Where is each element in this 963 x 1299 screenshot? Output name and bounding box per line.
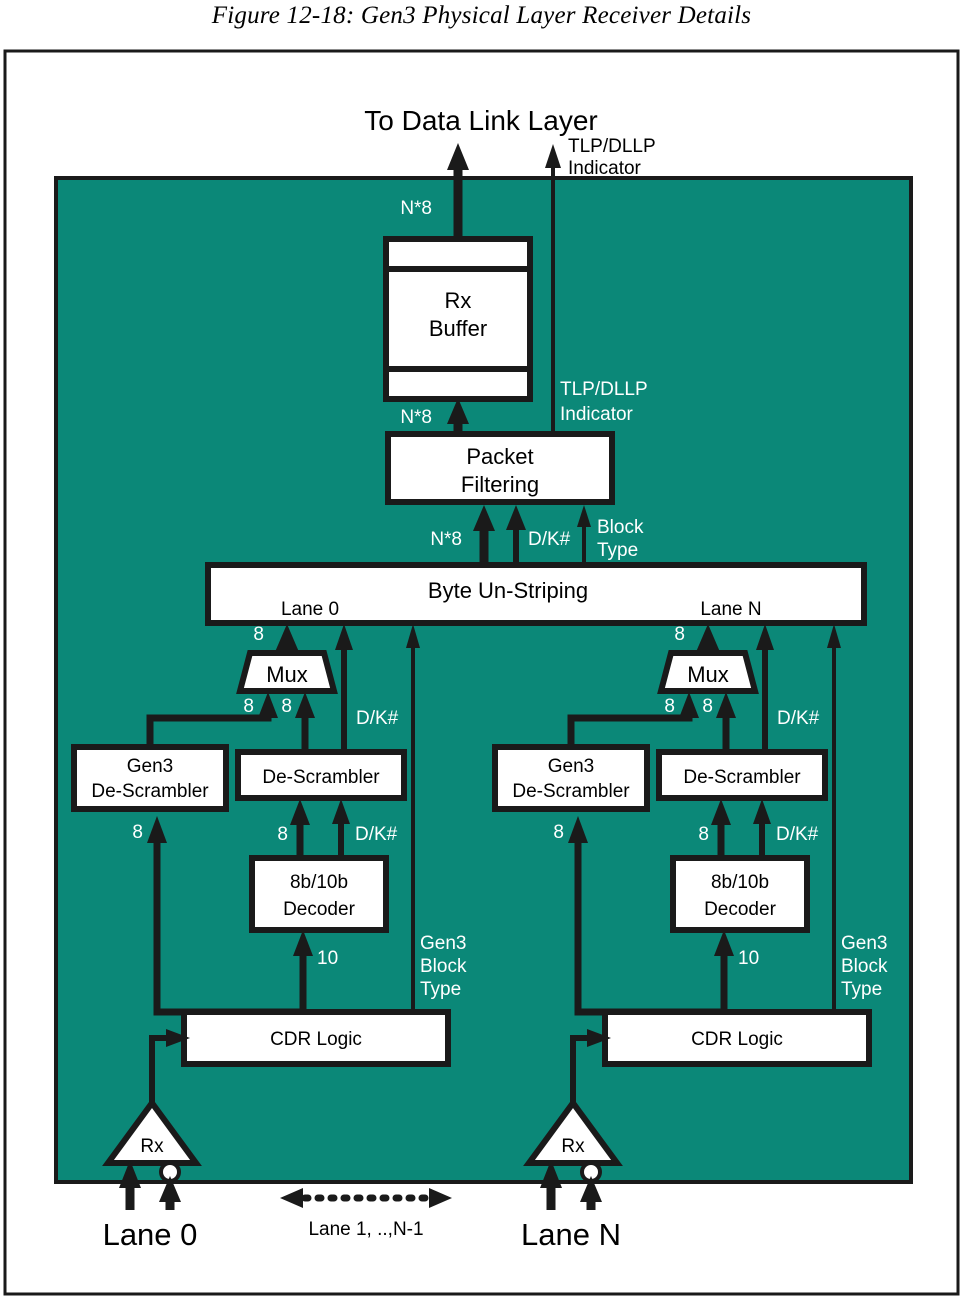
lane0-descrambler-to-mux xyxy=(295,692,315,752)
lane0-descrambler-label: De-Scrambler xyxy=(262,767,380,788)
label-laneN-ten: 10 xyxy=(738,948,759,969)
laneN-gen3-descrambler-label-1: Gen3 xyxy=(548,756,594,777)
label-laneN-dk-lower: D/K# xyxy=(776,824,819,845)
label-laneN-mux-width: 8 xyxy=(674,624,685,645)
lane0-rx-amp-label: Rx xyxy=(140,1136,164,1157)
laneN-cdr-logic-label: CDR Logic xyxy=(691,1029,783,1050)
lane0-decoder-to-descrambler-8 xyxy=(290,799,310,858)
label-lane0-descrambler-mux-width: 8 xyxy=(281,696,292,717)
label-tlp-dllp-top-1: TLP/DLLP xyxy=(568,136,656,157)
laneN-descrambler-block: De-Scrambler xyxy=(656,749,828,801)
label-tlp-dllp-mid-1: TLP/DLLP xyxy=(560,379,648,400)
label-lane0-gen3-block-3: Type xyxy=(420,979,461,1000)
arrow-laneN-dk-to-unstriping xyxy=(756,624,774,755)
laneN-decoder-label-2: Decoder xyxy=(704,899,776,920)
byte-unstriping-laneN-label: Lane N xyxy=(700,599,761,620)
label-lane0-gen3-block-2: Block xyxy=(420,956,467,977)
laneN-decoder-label-1: 8b/10b xyxy=(711,872,769,893)
lane0-gen3-descrambler-block: Gen3 De-Scrambler xyxy=(71,744,229,812)
lane0-descrambler-block: De-Scrambler xyxy=(235,749,407,801)
laneN-bottom-label: Lane N xyxy=(521,1217,621,1252)
lane0-decoder-label-2: Decoder xyxy=(283,899,355,920)
label-laneN-dk-upper: D/K# xyxy=(777,708,820,729)
label-laneN-gen3-block-2: Block xyxy=(841,956,888,977)
arrow-lane0-dk-to-unstriping xyxy=(335,624,353,755)
lane0-input-pair xyxy=(119,1160,181,1210)
lane0-mux-label: Mux xyxy=(266,662,308,687)
arrow-n8-into-packet-filtering xyxy=(473,505,495,568)
lane0-mux-block: Mux xyxy=(236,650,338,694)
label-dk-into-packet-filtering: D/K# xyxy=(528,529,571,550)
label-laneN-gen3-block-3: Type xyxy=(841,979,882,1000)
lane0-bottom-label: Lane 0 xyxy=(103,1217,198,1252)
label-laneN-gen3-mux-width: 8 xyxy=(664,696,675,717)
label-lane0-mux-width: 8 xyxy=(253,624,264,645)
label-lane0-gen3-mux-width: 8 xyxy=(243,696,254,717)
lane0-decoder-to-descrambler-dk xyxy=(332,799,350,858)
label-laneN-gen3-block-1: Gen3 xyxy=(841,933,887,954)
laneN-cdr-to-decoder xyxy=(714,930,734,1012)
lane0-gen3-descrambler-label-1: Gen3 xyxy=(127,756,173,777)
lane0-rx-to-cdr-route xyxy=(149,1029,190,1108)
label-laneN-gen3-width: 8 xyxy=(553,822,564,843)
label-lane0-gen3-width: 8 xyxy=(132,822,143,843)
laneN-gen3-to-mux-route xyxy=(567,692,699,747)
laneN-descrambler-label: De-Scrambler xyxy=(683,767,801,788)
lane0-cdr-logic-label: CDR Logic xyxy=(270,1029,362,1050)
laneN-decoder-block: 8b/10b Decoder xyxy=(670,855,810,933)
to-data-link-layer-label: To Data Link Layer xyxy=(364,105,597,136)
laneN-gen3-descrambler-block: Gen3 De-Scrambler xyxy=(492,744,650,812)
figure-title: Figure 12-18: Gen3 Physical Layer Receiv… xyxy=(211,2,752,29)
byte-unstriping-block: Byte Un-Striping Lane 0 Lane N xyxy=(205,562,867,626)
label-n8-to-rx-buffer: N*8 xyxy=(400,407,432,428)
rx-buffer-label-line2: Buffer xyxy=(429,316,487,341)
byte-unstriping-label: Byte Un-Striping xyxy=(428,578,588,603)
packet-filtering-label-line2: Filtering xyxy=(461,472,539,497)
label-tlp-dllp-top-2: Indicator xyxy=(568,158,642,179)
laneN-gen3-descrambler-label-2: De-Scrambler xyxy=(512,781,630,802)
packet-filtering-block: Packet Filtering xyxy=(385,431,615,505)
middle-lanes-range-arrow xyxy=(280,1188,452,1208)
laneN-rx-amp-label: Rx xyxy=(561,1136,585,1157)
label-tlp-dllp-mid-2: Indicator xyxy=(560,404,634,425)
lane0-decoder-label-1: 8b/10b xyxy=(290,872,348,893)
label-blocktype-1: Block xyxy=(597,517,644,538)
label-n8-to-dll: N*8 xyxy=(400,198,432,219)
lane0-cdr-to-decoder xyxy=(293,930,313,1012)
arrow-dk-into-packet-filtering xyxy=(506,505,526,568)
rx-buffer-block: Rx Buffer xyxy=(383,236,533,402)
arrow-blocktype-into-packet-filtering xyxy=(577,505,591,568)
byte-unstriping-lane0-label: Lane 0 xyxy=(281,599,339,620)
laneN-decoder-to-descrambler-dk xyxy=(753,799,771,858)
packet-filtering-label-line1: Packet xyxy=(466,444,533,469)
label-laneN-descrambler-mux-width: 8 xyxy=(702,696,713,717)
lane0-gen3-to-mux-route xyxy=(146,692,278,747)
label-lane0-decoder-width: 8 xyxy=(277,824,288,845)
laneN-descrambler-to-mux xyxy=(716,692,736,752)
lane0-cdr-logic-block: CDR Logic xyxy=(181,1009,451,1067)
laneN-rx-to-cdr-route xyxy=(570,1029,611,1108)
label-n8-into-packet-filtering: N*8 xyxy=(430,529,462,550)
label-blocktype-2: Type xyxy=(597,540,638,561)
laneN-cdr-logic-block: CDR Logic xyxy=(602,1009,872,1067)
laneN-mux-block: Mux xyxy=(657,650,759,694)
lane0-decoder-block: 8b/10b Decoder xyxy=(249,855,389,933)
laneN-mux-label: Mux xyxy=(687,662,729,687)
label-laneN-decoder-width: 8 xyxy=(698,824,709,845)
laneN-input-pair xyxy=(540,1160,602,1210)
arrow-lane0-gen3-blocktype-to-unstriping xyxy=(406,624,420,1012)
label-lane0-dk-lower: D/K# xyxy=(355,824,398,845)
laneN-decoder-to-descrambler-8 xyxy=(711,799,731,858)
middle-lanes-range-label: Lane 1, ..,N-1 xyxy=(308,1219,423,1240)
arrow-laneN-gen3-blocktype-to-unstriping xyxy=(827,624,841,1012)
arrow-n8-to-dll xyxy=(447,143,469,243)
lane0-gen3-descrambler-label-2: De-Scrambler xyxy=(91,781,209,802)
label-lane0-dk-upper: D/K# xyxy=(356,708,399,729)
label-lane0-ten: 10 xyxy=(317,948,338,969)
label-lane0-gen3-block-1: Gen3 xyxy=(420,933,466,954)
rx-buffer-label-line1: Rx xyxy=(445,288,472,313)
